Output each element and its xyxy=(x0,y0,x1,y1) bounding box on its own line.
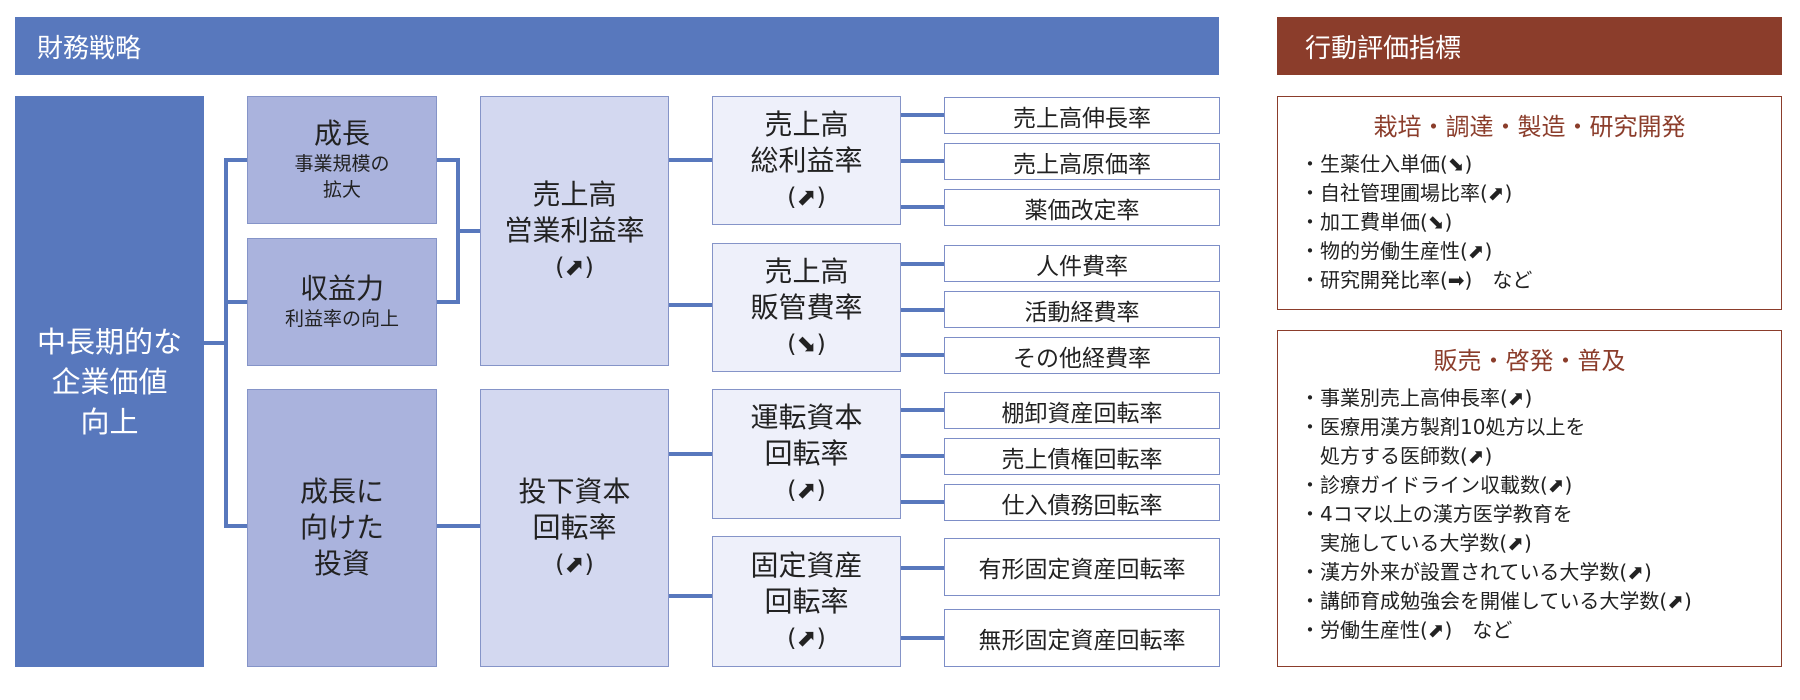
node-gross-line-2: 総利益率 xyxy=(750,143,863,177)
leaf-receivables-turnover: 売上債権回転率 xyxy=(944,438,1220,475)
leaf-inventory-turnover: 棚卸資産回転率 xyxy=(944,392,1220,429)
list-item: ・4コマ以上の漢方医学教育を xyxy=(1300,502,1573,526)
node-sga-line-2: 販管費率 xyxy=(750,290,863,324)
root-line-1: 中長期的な xyxy=(36,324,182,359)
node-sga-trend: (⬊) xyxy=(787,329,826,358)
list-item: ・医療用漢方製剤10処方以上を xyxy=(1300,415,1586,439)
node-roic-trend: (⬈) xyxy=(555,550,594,578)
list-item: ・事業別売上高伸長率(⬈) xyxy=(1300,386,1533,410)
node-roic-line-2: 回転率 xyxy=(532,511,617,544)
leaf-cost-of-sales-ratio: 売上高原価率 xyxy=(944,143,1220,180)
list-item: ・加工費単価(⬊) xyxy=(1300,210,1453,234)
node-fixed-asset-turnover: 固定資産 回転率 (⬈) xyxy=(712,536,901,667)
list-item: 処方する医師数(⬈) xyxy=(1300,444,1493,468)
node-profitability-title: 収益力 xyxy=(299,272,384,305)
list-item: ・生薬仕入単価(⬊) xyxy=(1300,152,1473,176)
node-growth: 成長 事業規模の 拡大 xyxy=(247,96,437,224)
node-growth-title: 成長 xyxy=(313,117,370,150)
node-operating-margin: 売上高 営業利益率 (⬈) xyxy=(480,96,669,366)
node-growth-sub-1: 事業規模の xyxy=(294,153,390,175)
node-op-margin-trend: (⬈) xyxy=(555,253,594,281)
list-item: ・講師育成勉強会を開催している大学数(⬈) xyxy=(1300,589,1692,613)
node-wc-line-2: 回転率 xyxy=(764,437,849,470)
list-item: ・物的労働生産性(⬈) xyxy=(1300,239,1493,263)
node-op-margin-line-1: 売上高 xyxy=(532,178,617,211)
node-working-capital-turnover: 運転資本 回転率 (⬈) xyxy=(712,389,901,519)
list-item: ・研究開発比率(➡) など xyxy=(1300,268,1533,292)
node-growth-sub-2: 拡大 xyxy=(322,179,361,201)
node-gross-margin: 売上高 総利益率 (⬈) xyxy=(712,96,901,225)
node-gross-trend: (⬈) xyxy=(787,182,826,211)
node-fixed-line-2: 回転率 xyxy=(764,584,849,618)
node-investment-line-1: 成長に xyxy=(299,475,384,508)
root-node-corporate-value: 中長期的な 企業価値 向上 xyxy=(15,96,204,667)
financial-strategy-header: 財務戦略 xyxy=(15,17,1219,75)
node-fixed-line-1: 固定資産 xyxy=(750,548,863,582)
node-investment-line-2: 向けた xyxy=(299,511,384,544)
node-wc-trend: (⬈) xyxy=(787,476,826,504)
node-gross-line-1: 売上高 xyxy=(764,107,849,141)
panel-sales-list: ・事業別売上高伸長率(⬈) ・医療用漢方製剤10処方以上を 処方する医師数(⬈)… xyxy=(1300,384,1759,645)
node-wc-line-1: 運転資本 xyxy=(750,401,863,434)
node-sga-line-1: 売上高 xyxy=(764,254,849,288)
leaf-personnel-cost-ratio: 人件費率 xyxy=(944,245,1220,282)
leaf-tangible-fixed-asset-turnover: 有形固定資産回転率 xyxy=(944,538,1220,596)
panel-cultivation-procurement: 栽培・調達・製造・研究開発 ・生薬仕入単価(⬊) ・自社管理圃場比率(⬈) ・加… xyxy=(1277,96,1782,310)
root-line-3: 向上 xyxy=(80,404,139,439)
list-item: 実施している大学数(⬈) xyxy=(1300,531,1532,555)
list-item: ・自社管理圃場比率(⬈) xyxy=(1300,181,1513,205)
node-op-margin-line-2: 営業利益率 xyxy=(504,214,645,247)
leaf-sales-growth-rate: 売上高伸長率 xyxy=(944,97,1220,134)
node-fixed-trend: (⬈) xyxy=(787,623,826,652)
panel-sales-title: 販売・啓発・普及 xyxy=(1433,347,1626,375)
leaf-other-expense-ratio: その他経費率 xyxy=(944,337,1220,374)
leaf-intangible-fixed-asset-turnover: 無形固定資産回転率 xyxy=(944,609,1220,667)
node-roic-line-1: 投下資本 xyxy=(518,475,631,508)
leaf-activity-expense-ratio: 活動経費率 xyxy=(944,291,1220,328)
node-profitability: 収益力 利益率の向上 xyxy=(247,238,437,366)
node-sga-ratio: 売上高 販管費率 (⬊) xyxy=(712,243,901,372)
node-growth-investment: 成長に 向けた 投資 xyxy=(247,389,437,667)
leaf-drug-price-revision-rate: 薬価改定率 xyxy=(944,189,1220,226)
node-invested-capital-turnover: 投下資本 回転率 (⬈) xyxy=(480,389,669,667)
node-profitability-sub: 利益率の向上 xyxy=(284,308,399,330)
panel-cultivation-title: 栽培・調達・製造・研究開発 xyxy=(1373,113,1686,141)
leaf-payables-turnover: 仕入債務回転率 xyxy=(944,484,1220,521)
root-line-2: 企業価値 xyxy=(51,364,168,399)
action-kpi-header: 行動評価指標 xyxy=(1277,17,1782,75)
node-investment-line-3: 投資 xyxy=(313,547,370,580)
panel-sales-promotion: 販売・啓発・普及 ・事業別売上高伸長率(⬈) ・医療用漢方製剤10処方以上を 処… xyxy=(1277,330,1782,667)
list-item: ・労働生産性(⬈) など xyxy=(1300,618,1513,642)
list-item: ・診療ガイドライン収載数(⬈) xyxy=(1300,473,1573,497)
list-item: ・漢方外来が設置されている大学数(⬈) xyxy=(1300,560,1652,584)
panel-cultivation-list: ・生薬仕入単価(⬊) ・自社管理圃場比率(⬈) ・加工費単価(⬊) ・物的労働生… xyxy=(1300,150,1759,295)
